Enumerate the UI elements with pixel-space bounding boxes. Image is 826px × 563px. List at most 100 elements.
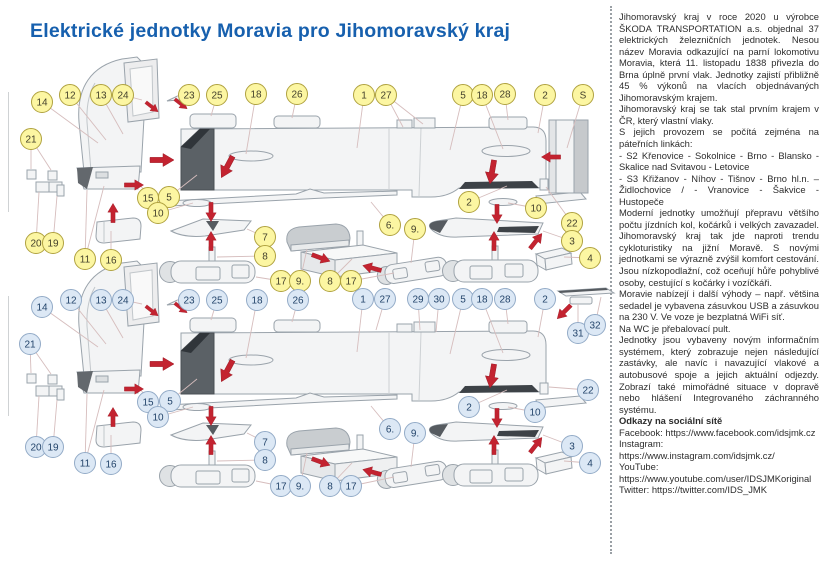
part-callout-32: 32 <box>584 314 606 336</box>
svg-text:32: 32 <box>589 321 601 332</box>
part-callout-10: 10 <box>147 406 169 428</box>
leader-line <box>84 389 105 464</box>
part-callout-8: 8 <box>254 449 276 471</box>
svg-text:24: 24 <box>117 296 129 307</box>
svg-text:17: 17 <box>345 277 357 288</box>
svg-text:2: 2 <box>466 198 472 209</box>
part-callout-26: 26 <box>286 83 308 105</box>
svg-text:15: 15 <box>142 194 154 205</box>
part-callout-23: 23 <box>178 289 200 311</box>
svg-text:12: 12 <box>64 91 76 102</box>
svg-text:6.: 6. <box>386 425 394 436</box>
svg-text:18: 18 <box>250 90 262 101</box>
svg-text:5: 5 <box>167 397 173 408</box>
part-callout-8: 8 <box>254 245 276 267</box>
svg-text:9.: 9. <box>411 225 419 236</box>
svg-text:21: 21 <box>24 340 36 351</box>
part-callout-17: 17 <box>270 270 292 292</box>
intro-paragraph: Jihomoravský kraj v roce 2020 u výrobce … <box>619 11 819 103</box>
svg-text:13: 13 <box>95 91 107 102</box>
svg-text:6.: 6. <box>386 221 394 232</box>
assembly-direction-arrow <box>553 301 575 323</box>
svg-text:11: 11 <box>80 255 91 266</box>
info-system-paragraph: Jednotky jsou vybaveny novým informačním… <box>619 334 819 415</box>
twitter-link[interactable]: Twitter: https://twitter.com/IDS_JMK <box>619 484 767 496</box>
part-callout-19: 19 <box>42 436 64 458</box>
part-callout-5: 5 <box>452 288 474 310</box>
part-callout-13: 13 <box>90 84 112 106</box>
leader-line <box>84 393 88 464</box>
svg-text:28: 28 <box>499 90 511 101</box>
part-callout-2: 2 <box>534 288 556 310</box>
svg-text:4: 4 <box>587 459 593 470</box>
svg-text:27: 27 <box>379 295 391 306</box>
part-callout-30: 30 <box>428 288 450 310</box>
svg-text:18: 18 <box>251 296 263 307</box>
svg-text:14: 14 <box>36 303 48 314</box>
part-callout-5: 5 <box>452 84 474 106</box>
first-region-paragraph: Jihomoravský kraj se tak stal prvním kra… <box>619 103 819 126</box>
part-callout-22: 22 <box>577 379 599 401</box>
svg-text:18: 18 <box>476 295 488 306</box>
svg-text:21: 21 <box>25 135 37 146</box>
svg-text:2: 2 <box>466 403 472 414</box>
social-heading: Odkazy na sociální sítě <box>619 415 723 427</box>
part-callout-8: 8 <box>319 270 341 292</box>
part-callout-5: 5 <box>159 390 181 412</box>
leader-line <box>41 306 99 348</box>
svg-text:23: 23 <box>183 91 195 102</box>
svg-text:9.: 9. <box>411 429 419 440</box>
svg-text:27: 27 <box>380 91 392 102</box>
part-callout-1: 1 <box>353 84 375 106</box>
part-callout-21: 21 <box>20 128 42 150</box>
svg-text:20: 20 <box>30 443 42 454</box>
part-callout-28: 28 <box>494 83 516 105</box>
svg-text:29: 29 <box>412 295 424 306</box>
part-callout-27: 27 <box>375 84 397 106</box>
part-callout-7: 7 <box>254 226 276 248</box>
part-callout-18: 18 <box>471 84 493 106</box>
part-callout-4: 4 <box>579 247 601 269</box>
leader-line <box>41 101 99 144</box>
svg-text:30: 30 <box>433 295 445 306</box>
svg-text:26: 26 <box>292 296 304 307</box>
part-callout-3: 3 <box>561 435 583 457</box>
svg-text:1: 1 <box>361 91 367 102</box>
part-callout-5: 5 <box>158 186 180 208</box>
svg-text:10: 10 <box>529 408 541 419</box>
instagram-link[interactable]: Instagram: https://www.instagram.com/ids… <box>619 438 775 461</box>
svg-text:22: 22 <box>566 219 578 230</box>
part-callout-17: 17 <box>340 270 362 292</box>
svg-text:16: 16 <box>105 256 117 267</box>
info-text-panel: Jihomoravský kraj v roce 2020 u výrobce … <box>619 11 819 496</box>
youtube-link[interactable]: YouTube: https://www.youtube.com/user/ID… <box>619 461 812 484</box>
part-callout-26: 26 <box>287 289 309 311</box>
part-callout-19: 19 <box>42 232 64 254</box>
svg-text:16: 16 <box>105 460 117 471</box>
part-callout-9: 9. <box>404 218 426 240</box>
svg-text:5: 5 <box>460 91 466 102</box>
svg-text:5: 5 <box>166 193 172 204</box>
part-callout-28: 28 <box>494 288 516 310</box>
amenities-paragraph: Moravie nabízejí i další výhody – např. … <box>619 288 819 323</box>
part-callout-11: 11 <box>74 248 96 270</box>
part-callout-9: 9. <box>289 270 311 292</box>
part-callout-16: 16 <box>100 249 122 271</box>
svg-text:9.: 9. <box>296 277 304 288</box>
svg-text:S: S <box>580 91 587 102</box>
part-callout-8: 8 <box>319 475 341 497</box>
svg-text:8: 8 <box>262 252 268 263</box>
svg-text:31: 31 <box>572 329 584 340</box>
svg-text:17: 17 <box>275 482 287 493</box>
facebook-link[interactable]: Facebook: https://www.facebook.com/idsjm… <box>619 426 816 438</box>
part-callout-17: 17 <box>340 475 362 497</box>
part-callout-12: 12 <box>60 289 82 311</box>
svg-text:8: 8 <box>262 456 268 467</box>
part-callout-9: 9. <box>289 475 311 497</box>
part-callout-10: 10 <box>524 401 546 423</box>
svg-text:19: 19 <box>47 239 59 250</box>
svg-text:14: 14 <box>36 98 48 109</box>
leader-line <box>84 189 88 260</box>
